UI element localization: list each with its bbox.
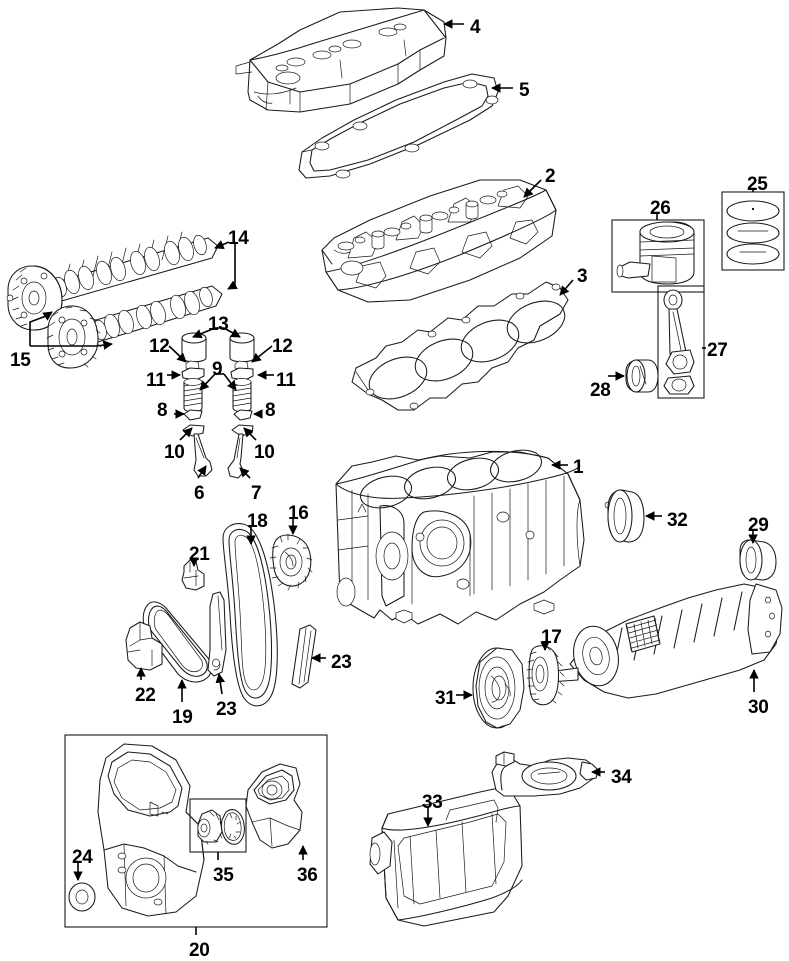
callout-number: 23 [216,699,237,720]
callout-number: 10 [164,442,185,463]
callout-number: 8 [157,400,168,421]
part-valve-train [181,332,255,479]
callout-number: 2 [545,166,556,187]
callout-number: 30 [748,697,769,718]
callout-number: 36 [297,865,318,886]
callout-number: 25 [747,174,768,195]
callout-number: 29 [748,515,769,536]
callout-number: 35 [213,865,234,886]
part-main-bearing [739,539,777,581]
callout-number: 1 [573,457,584,478]
part-crankshaft [545,583,783,699]
callout-number: 3 [577,266,588,287]
part-chain-guide-mid [207,591,227,677]
part-oil-pan [369,785,523,927]
callout-number: 31 [435,688,456,709]
callout-number: 13 [208,314,229,335]
part-timing-chain [222,523,278,707]
callout-number: 8 [265,400,276,421]
part-camshaft-sprocket-right [46,305,102,369]
callout-number: 19 [172,707,193,728]
part-chain-guide-bracket [125,621,163,671]
callout-number: 6 [194,483,205,504]
callout-number: 5 [519,80,530,101]
callout-number: 12 [272,336,293,357]
callout-number: 7 [251,483,262,504]
part-camshaft-lower [87,285,223,343]
callout-number: 34 [611,767,632,788]
group-ring-set-box [721,191,785,271]
part-rod-bearing [625,359,659,393]
callout-number: 15 [10,350,31,371]
callout-number: 32 [667,510,688,531]
part-chain-guide-right [291,624,317,689]
callout-number: 23 [331,652,352,673]
callout-leaders [29,19,759,935]
callout-number: 11 [146,370,166,391]
callout-number: 16 [288,503,309,524]
callout-number: 4 [470,17,481,38]
callout-number: 24 [72,847,93,868]
part-oil-pickup [491,751,599,797]
callout-number: 11 [276,370,296,391]
callout-number: 26 [650,198,671,219]
callout-number: 21 [189,544,210,565]
callout-number: 20 [189,940,210,961]
part-valve-cover-gasket [298,73,499,179]
callout-number: 33 [422,792,443,813]
group-connecting-rod-box [657,285,705,399]
callout-number: 18 [247,511,268,532]
part-cylinder-head [321,179,557,303]
callout-number: 27 [707,340,728,361]
callout-number: 28 [590,380,611,401]
part-cylinder-block [335,449,612,625]
callout-number: 22 [135,685,156,706]
group-piston-box [611,219,705,293]
part-valve-cover [235,7,447,113]
callout-number: 17 [541,627,562,648]
callout-number: 14 [228,228,249,249]
callout-number: 10 [254,442,275,463]
callout-number: 9 [212,359,223,380]
callout-number: 12 [149,336,170,357]
part-rear-crank-seal [607,489,645,543]
part-crank-sprocket [526,645,565,706]
part-crank-pulley [472,647,525,729]
group-timing-cover-box [64,734,328,928]
part-idler-sprocket [269,533,313,591]
